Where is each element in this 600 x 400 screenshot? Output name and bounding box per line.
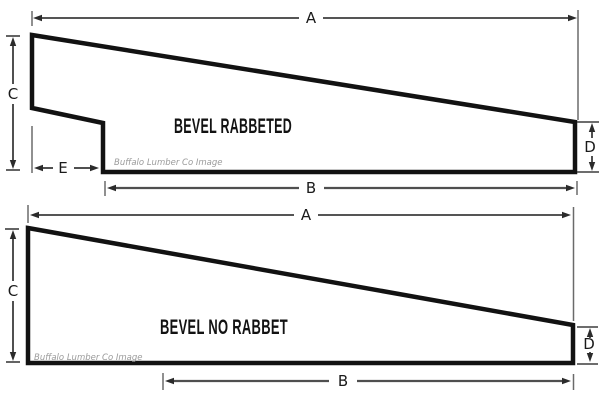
arrow-up-icon: [9, 37, 17, 46]
arrow-right-icon: [566, 184, 575, 192]
dim-label-a: A: [306, 9, 317, 27]
bevel-no-rabbet-profile: [25, 225, 576, 366]
bevel-no-rabbet-diagram: A C D B: [5, 205, 598, 390]
profile-title-bevel-no-rabbet: BEVEL NO RABBET: [160, 316, 288, 339]
arrow-left-icon: [107, 184, 116, 192]
arrow-up-icon: [586, 328, 594, 337]
dimension-a-bottom: A: [27, 205, 575, 321]
dim-label-c: C: [8, 282, 18, 300]
dimension-c-top: C: [6, 35, 20, 171]
dimension-b-bottom: B: [162, 372, 575, 390]
dimension-c-bottom: C: [5, 228, 20, 363]
dim-label-b: B: [306, 179, 316, 197]
dimension-b-top: B: [104, 179, 578, 197]
dim-label-d: D: [583, 335, 595, 353]
arrow-left-icon: [34, 164, 43, 172]
arrow-right-icon: [562, 211, 571, 219]
dimension-a-top: A: [31, 9, 579, 120]
arrow-down-icon: [588, 162, 596, 171]
profile-title-bevel-rabbeted: BEVEL RABBETED: [174, 115, 292, 138]
arrow-right-icon: [562, 377, 571, 385]
watermark-text: Buffalo Lumber Co Image: [114, 158, 223, 168]
dim-label-c: C: [8, 85, 18, 103]
bevel-rabbeted-profile: [29, 32, 578, 175]
dim-label-b: B: [338, 372, 348, 390]
dim-label-a: A: [301, 206, 312, 224]
dim-label-e: E: [58, 159, 67, 177]
arrow-up-icon: [9, 230, 17, 239]
arrow-right-icon: [568, 14, 577, 22]
arrow-right-icon: [90, 164, 99, 172]
bevel-rabbeted-diagram: A C E D: [6, 9, 599, 197]
arrow-down-icon: [9, 352, 17, 361]
arrow-left-icon: [30, 211, 39, 219]
dimension-d-bottom: D: [577, 326, 598, 365]
arrow-left-icon: [33, 14, 42, 22]
arrow-up-icon: [588, 123, 596, 132]
watermark-text: Buffalo Lumber Co Image: [34, 353, 143, 363]
arrow-down-icon: [9, 160, 17, 169]
arrow-left-icon: [165, 377, 174, 385]
arrow-down-icon: [586, 353, 594, 362]
dimension-e-top: E: [31, 126, 99, 177]
dimension-d-top: D: [577, 121, 599, 173]
dim-label-d: D: [584, 138, 596, 156]
